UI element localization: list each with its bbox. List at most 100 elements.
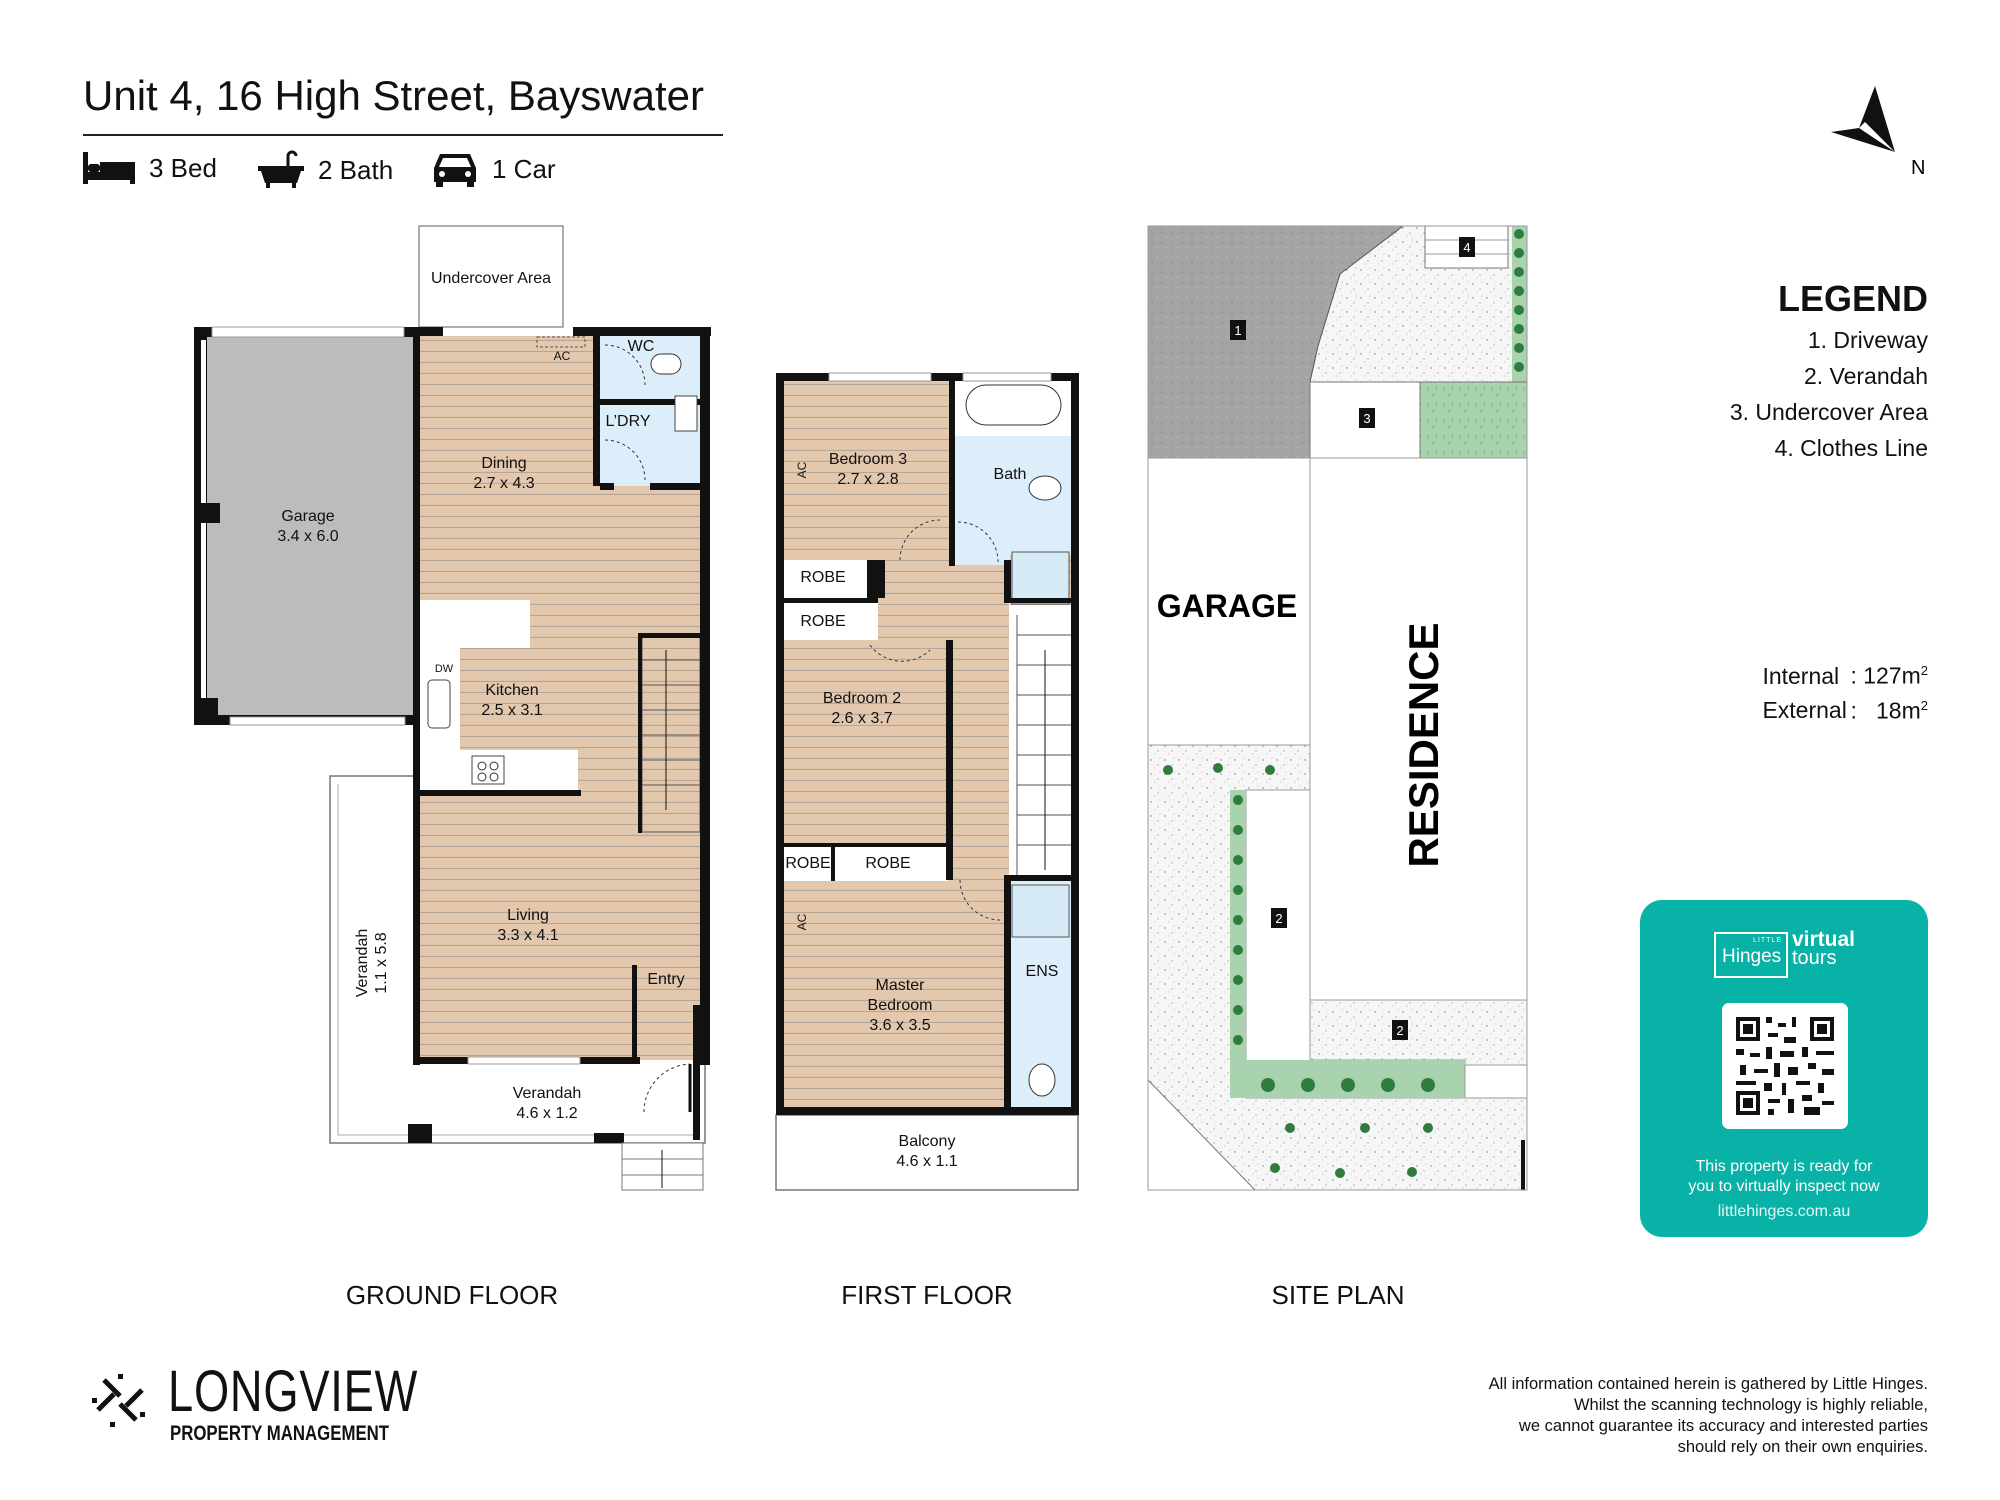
toilet-icon (1028, 1063, 1056, 1097)
bath-icon (258, 150, 304, 188)
cooktop-icon (471, 755, 505, 785)
ground-floor-caption: GROUND FLOOR (345, 1280, 559, 1310)
site-garage-label: GARAGE (1157, 588, 1297, 624)
internal-label: Internal (1762, 662, 1840, 689)
lawn (1419, 381, 1528, 459)
legend-item: 3. Undercover Area (1729, 399, 1928, 425)
external-value: 18m (1876, 697, 1921, 724)
site-residence-label: RESIDENCE (1400, 622, 1447, 867)
brand-name: Hinges (1722, 946, 1782, 967)
tour-url-link[interactable]: littlehinges.com.au (1717, 1203, 1851, 1220)
shower-icon (1011, 551, 1070, 605)
longview-mark-icon (92, 1374, 145, 1427)
label-bedroom3: Bedroom 3 (829, 451, 907, 468)
steps-site (1464, 1064, 1528, 1099)
label-dining-size: 2.7 x 4.3 (473, 475, 534, 492)
disclaimer-line: All information contained herein is gath… (1488, 1375, 1928, 1393)
label-robe: ROBE (785, 855, 830, 872)
car-icon (434, 154, 476, 187)
agency-subtitle: PROPERTY MANAGEMENT (170, 1422, 390, 1445)
tag-tours: tours (1792, 947, 1837, 969)
car-label: 1 Car (492, 153, 556, 184)
legend-item: 4. Clothes Line (1774, 435, 1928, 461)
undercover-area (418, 225, 564, 328)
virtual-tours-tag: virtual tours (1792, 928, 1856, 969)
first-floor-plan: Bedroom 3 2.7 x 2.8 AC AC Bath ROBE ROBE… (775, 372, 1079, 1191)
label-master-size: 3.6 x 3.5 (869, 1017, 930, 1034)
tour-message: This property is ready for you to virtua… (1640, 1157, 1928, 1197)
disclaimer: All information contained herein is gath… (1489, 1374, 1928, 1458)
bathtub-icon (965, 384, 1062, 426)
staircase (1016, 615, 1071, 875)
tour-line-2: you to virtually inspect now (1688, 1178, 1880, 1195)
site-plan-caption: SITE PLAN (1271, 1280, 1405, 1310)
unit-sup: 2 (1920, 663, 1928, 678)
garage-site (1147, 457, 1311, 746)
entry-steps (621, 1142, 704, 1191)
marker-2: 2 (1275, 911, 1282, 926)
brand-small: LITTLE (1753, 937, 1782, 944)
bed-icon (83, 152, 135, 184)
label-garage-size: 3.4 x 6.0 (277, 528, 338, 545)
legend-title: LEGEND (1777, 278, 1928, 319)
shrubs (1163, 763, 1435, 1178)
label-verandah-size: 4.6 x 1.2 (516, 1105, 577, 1122)
internal-value: 127m (1863, 662, 1921, 689)
toilet-icon (1028, 475, 1062, 501)
label-kitchen-size: 2.5 x 3.1 (481, 702, 542, 719)
label-ens: ENS (1026, 963, 1059, 980)
sink-icon (427, 679, 451, 729)
label-living-size: 3.3 x 4.1 (497, 927, 558, 944)
bed-label: 3 Bed (149, 152, 217, 183)
site-plan: GARAGE RESIDENCE 1 2 2 3 4 (1147, 225, 1528, 1191)
marker-3: 3 (1363, 411, 1370, 426)
residence-site (1309, 457, 1528, 1001)
post (594, 1133, 624, 1143)
compass-label: N (1911, 157, 1925, 179)
agency-name: LONGVIEW (168, 1359, 419, 1424)
shower-icon (1011, 884, 1070, 938)
label-garage: Garage (281, 508, 334, 525)
label-balcony-size: 4.6 x 1.1 (896, 1153, 957, 1170)
disclaimer-line: should rely on their own enquiries. (1677, 1438, 1928, 1456)
label-entry: Entry (647, 971, 684, 988)
label-kitchen: Kitchen (485, 682, 538, 699)
north-arrow-icon: N (1831, 86, 1925, 179)
garage-floor (207, 337, 415, 717)
label-verandah: Verandah (513, 1085, 582, 1102)
legend-item: 1. Driveway (1807, 327, 1928, 353)
marker-2b: 2 (1396, 1023, 1403, 1038)
label-living: Living (507, 907, 549, 924)
label-robe: ROBE (800, 569, 845, 586)
label-bedroom2-size: 2.6 x 3.7 (831, 710, 892, 727)
tag-virtual: virtual (1792, 928, 1856, 951)
bed-count: 3 Bed (83, 150, 217, 186)
label-bedroom2: Bedroom 2 (823, 690, 901, 707)
post (408, 1124, 432, 1143)
virtual-tour-card[interactable]: LITTLE Hinges virtual tours This propert… (1640, 900, 1928, 1237)
tour-line-1: This property is ready for (1695, 1158, 1873, 1175)
label-wc: WC (628, 338, 655, 355)
little-hinges-logo: LITTLE Hinges (1714, 932, 1788, 978)
verandah-inner-line (337, 784, 700, 1136)
qr-code[interactable] (1722, 1003, 1848, 1129)
marker-4: 4 (1463, 240, 1470, 255)
label-laundry: L’DRY (605, 413, 650, 430)
label-undercover: Undercover Area (431, 270, 551, 287)
label-side-verandah-size: 1.1 x 5.8 (373, 932, 390, 993)
title-underline (83, 134, 723, 136)
laundry-tub-icon (674, 395, 698, 432)
label-dw: DW (435, 663, 454, 675)
legend: LEGEND 1. Driveway 2. Verandah 3. Underc… (1730, 278, 1928, 466)
label-bedroom3-size: 2.7 x 2.8 (837, 471, 898, 488)
legend-item: 2. Verandah (1803, 363, 1928, 389)
first-floor-walls (776, 373, 1079, 1115)
property-address-title: Unit 4, 16 High Street, Bayswater (83, 72, 704, 119)
external-label: External (1762, 697, 1847, 724)
label-balcony: Balcony (899, 1133, 956, 1150)
hedge (1514, 229, 1524, 372)
label-dining: Dining (481, 455, 526, 472)
kitchen-island (420, 600, 530, 648)
first-floor-caption: FIRST FLOOR (841, 1280, 1013, 1310)
